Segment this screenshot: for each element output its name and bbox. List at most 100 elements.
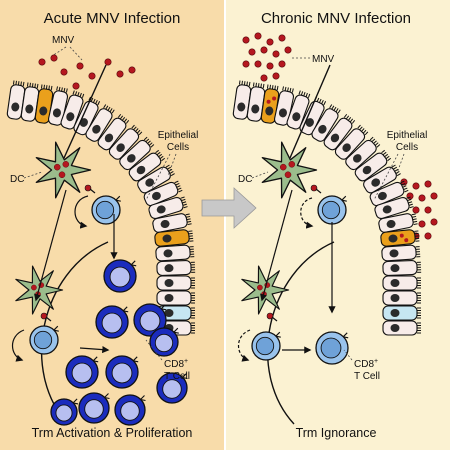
epithelial-cell-body	[148, 196, 184, 220]
acute-migration-arrows	[34, 189, 118, 354]
tcr-receptor	[92, 356, 99, 363]
t-cell-nucleus	[320, 337, 342, 359]
chronic-panel: Chronic MNV Infection MNV Epithelial Cel…	[232, 10, 438, 440]
chronic-migration-arrows	[260, 189, 336, 354]
epithelial-cell	[354, 149, 392, 182]
activated-cd8-t-cell	[105, 355, 139, 389]
microvillus	[45, 85, 48, 90]
microvillus	[401, 182, 406, 186]
microvillus	[371, 138, 376, 143]
epithelial-nucleus	[151, 191, 161, 201]
epithelial-cell	[108, 124, 143, 160]
tcr-receptor	[182, 373, 188, 380]
epithelial-nucleus	[371, 178, 381, 187]
epithelial-cell	[85, 104, 115, 142]
microvillus	[359, 126, 363, 131]
chronic-tcell-blocked-loop-lower	[237, 329, 251, 362]
dendritic-cell-body	[261, 141, 318, 199]
acute-caption: Trm Activation & Proliferation	[32, 426, 193, 440]
microvillus	[135, 128, 139, 132]
dc-virion	[58, 171, 66, 179]
virion	[76, 62, 84, 70]
virion	[266, 62, 274, 70]
chronic-caption: Trm Ignorance	[296, 426, 377, 440]
microvillus	[402, 185, 407, 188]
microvillus	[361, 128, 365, 132]
epithelial-cell	[382, 320, 421, 336]
acute-dendritic-cell-upper	[35, 141, 92, 199]
virion	[278, 60, 286, 68]
tcr-receptor	[275, 331, 281, 338]
virion	[284, 46, 292, 54]
tcr-receptor	[72, 398, 79, 405]
microvillus	[107, 106, 111, 111]
t-cell-nucleus	[321, 200, 341, 220]
virion	[430, 192, 438, 200]
acute-tcell-proliferation-loop	[11, 329, 25, 362]
acute-t-cells	[29, 184, 188, 426]
dendritic-cell	[261, 141, 318, 199]
t-cell-nucleus	[255, 336, 275, 356]
microvillus	[72, 90, 75, 95]
synapse-stalk	[315, 188, 322, 194]
microvillus	[266, 84, 269, 89]
synapse-stalk	[45, 316, 52, 322]
microvillus	[287, 87, 289, 92]
epithelial-nucleus	[160, 219, 170, 229]
microvillus	[374, 142, 379, 146]
acute-tcell-activation-loop	[74, 195, 89, 229]
microvillus	[105, 105, 109, 110]
epithelial-cell	[154, 229, 194, 247]
virion	[418, 194, 426, 202]
resting-cd8-t-cell	[91, 195, 121, 225]
epithelial-nucleus	[278, 108, 287, 118]
acute-virion-cluster	[38, 54, 136, 90]
tcr-receptor	[160, 304, 167, 311]
microvillus	[79, 92, 82, 97]
virion	[38, 58, 46, 66]
epithelial-nucleus	[164, 264, 174, 273]
epithelial-cell-body	[382, 320, 418, 336]
microvillus	[333, 106, 337, 111]
epithelial-nucleus	[162, 234, 172, 243]
chronic-virion-cluster-lumen	[242, 32, 292, 82]
microvillus	[56, 86, 59, 91]
synapse-stalk	[271, 316, 278, 322]
microvillus	[395, 171, 400, 174]
resting-cd8-t-cell	[317, 195, 347, 225]
acute-cd8-label-line1: CD8+	[164, 358, 188, 370]
epithelial-cell	[60, 90, 85, 130]
synapse-stalk	[89, 188, 96, 194]
resting-cd8-t-cell	[315, 331, 349, 365]
epithelial-nucleus	[164, 309, 174, 317]
chronic-dc-dendrite-probe	[289, 64, 331, 159]
intracellular-virion	[272, 96, 277, 101]
microvillus	[364, 131, 369, 136]
microvillus	[15, 80, 17, 85]
epithelial-nucleus	[390, 294, 400, 302]
epithelial-cell-body	[156, 275, 192, 291]
epithelial-nucleus	[305, 118, 314, 127]
microvillus	[187, 223, 192, 226]
epithelial-cell	[345, 136, 381, 171]
microvillus	[176, 185, 181, 188]
epithelial-cell	[97, 113, 130, 151]
epithelial-nucleus	[353, 154, 362, 163]
epithelial-cell	[148, 196, 188, 220]
microvillus	[26, 82, 29, 87]
virion	[60, 68, 68, 76]
mhc-antigen	[266, 312, 274, 320]
epithelial-nucleus	[390, 264, 400, 273]
epithelial-nucleus	[377, 191, 387, 201]
microvillus	[271, 85, 274, 90]
microvillus	[274, 85, 276, 90]
epithelial-cell	[369, 180, 409, 207]
tcr-receptor	[122, 306, 129, 313]
epithelial-nucleus	[145, 178, 155, 187]
microvillus	[138, 131, 143, 136]
virion	[72, 82, 80, 90]
microvillus	[81, 93, 85, 98]
epithelial-cell	[143, 180, 183, 207]
acute-panel: Acute MNV Infection MNV Epithelial Cells…	[6, 10, 198, 440]
epithelial-nucleus	[156, 205, 166, 214]
